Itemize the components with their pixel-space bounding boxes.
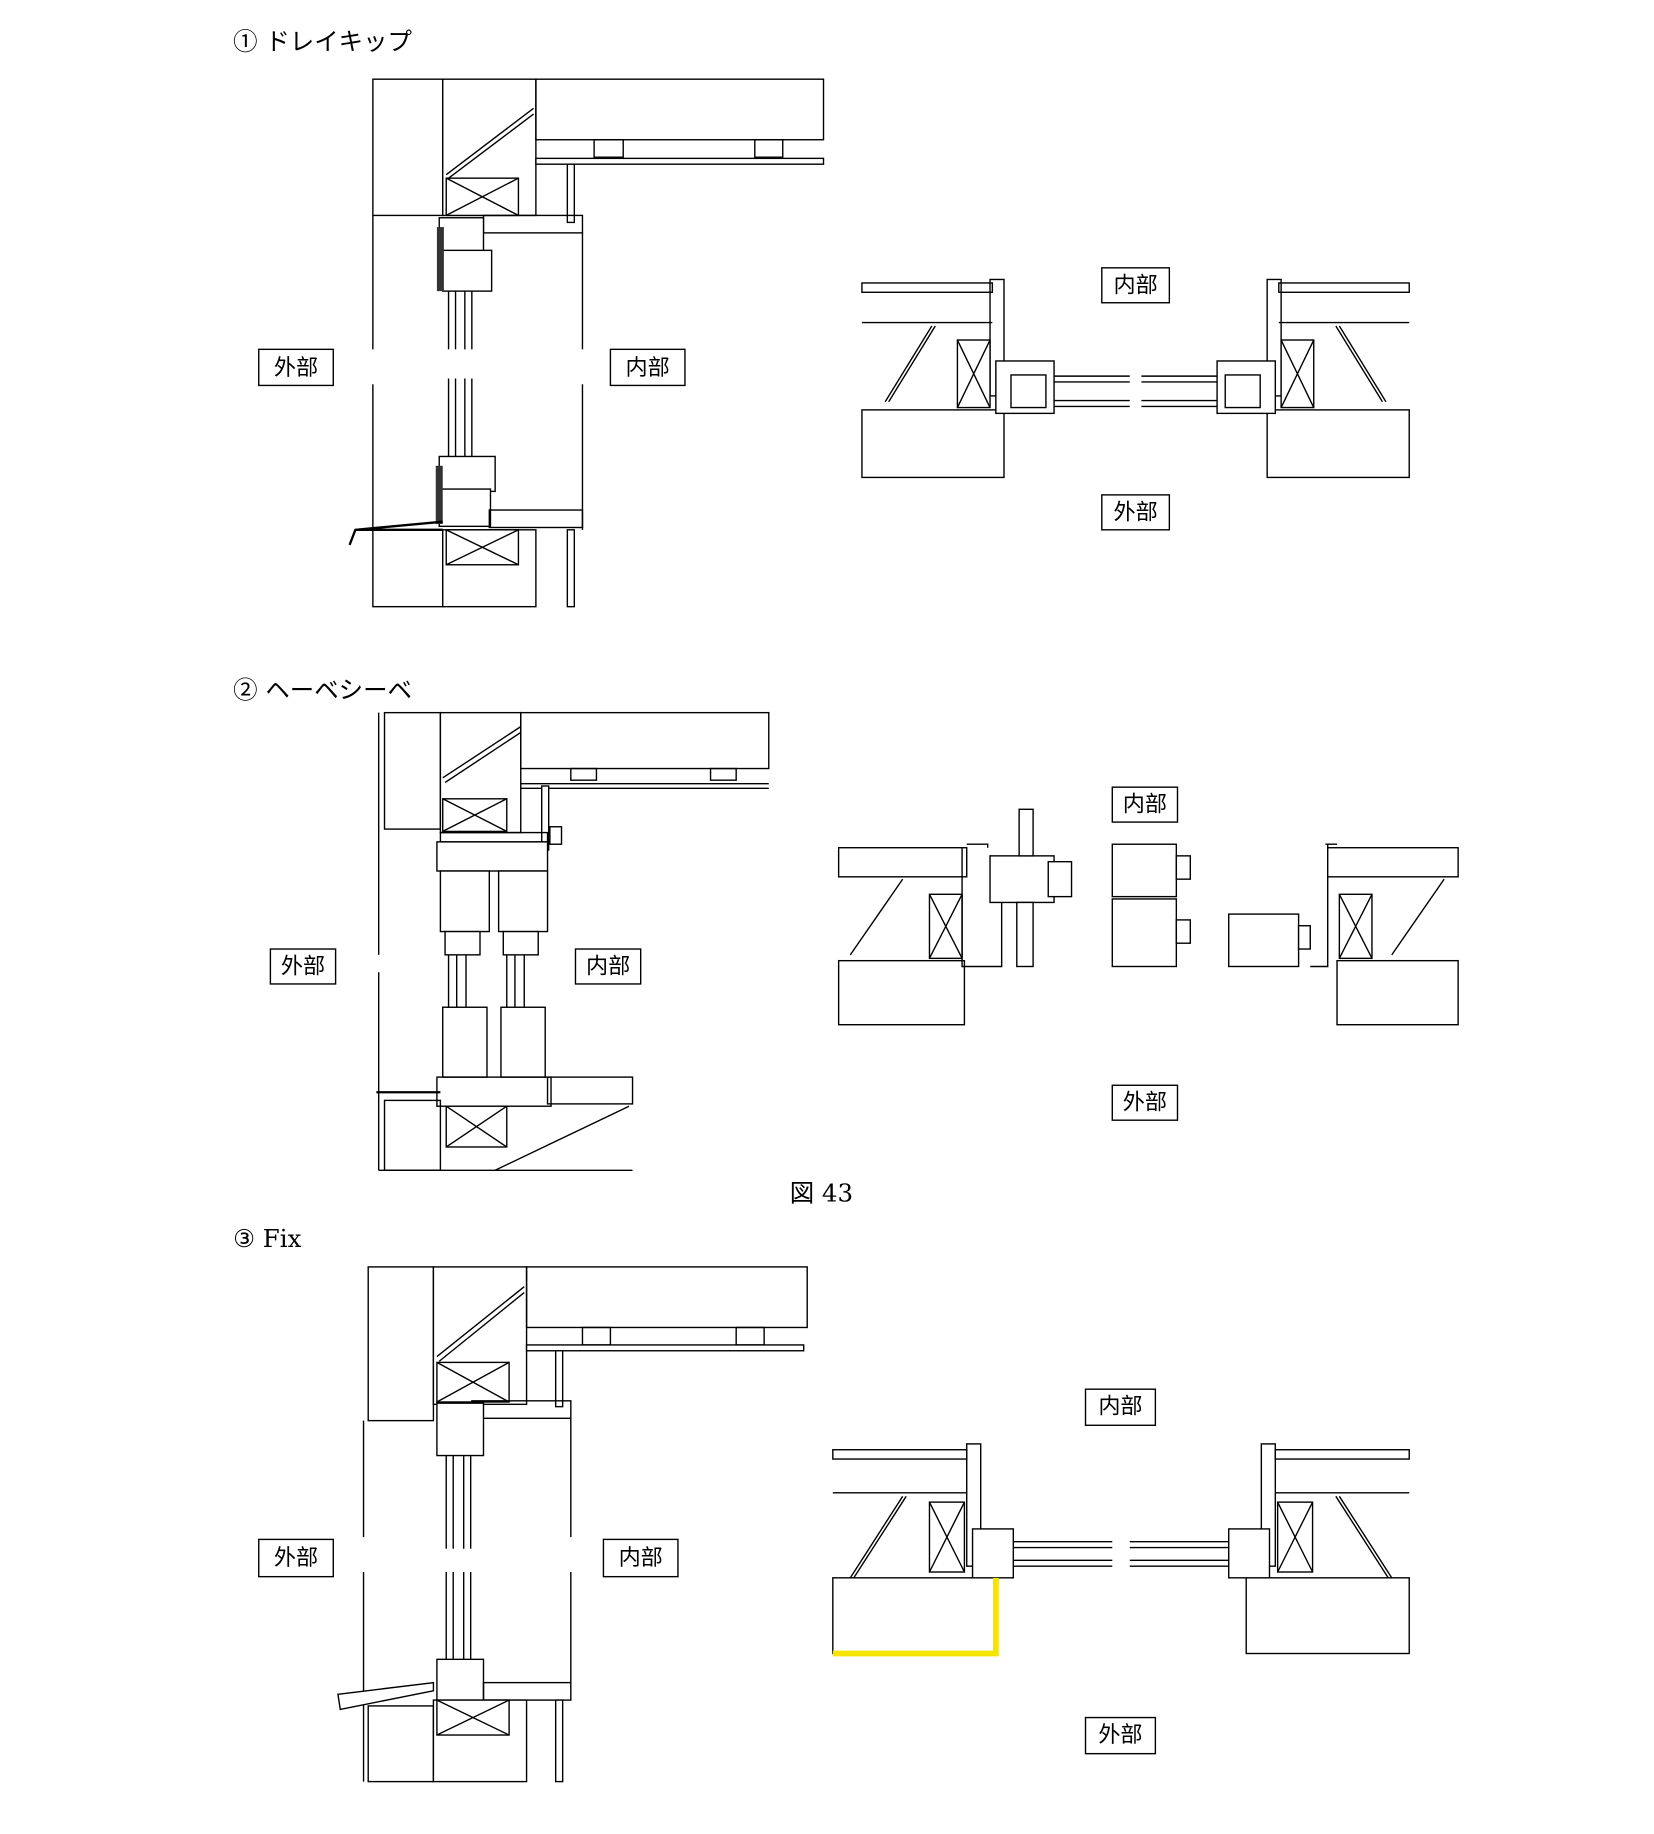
svg-text:内部: 内部 bbox=[1098, 1394, 1142, 1420]
section-1-drei-kipp: ① ドレイキップ bbox=[233, 27, 1410, 608]
svg-text:内部: 内部 bbox=[619, 1545, 663, 1571]
section-3-interior-label: 内部 bbox=[602, 1538, 679, 1578]
sliding-sash-top bbox=[436, 841, 549, 956]
svg-text:外部: 外部 bbox=[1098, 1722, 1142, 1748]
svg-text:内部: 内部 bbox=[1113, 272, 1157, 298]
plan-1-exterior-label: 外部 bbox=[1101, 494, 1171, 531]
plan-2-interior-label: 内部 bbox=[1111, 786, 1179, 823]
wall-insulation-top bbox=[372, 78, 444, 217]
section-1-exterior-label: 外部 bbox=[258, 348, 334, 387]
section-3-vertical-detail bbox=[337, 1266, 808, 1783]
fixed-frame-top bbox=[436, 1402, 485, 1457]
sill-flashing bbox=[348, 520, 443, 546]
section-1-plan-detail bbox=[861, 278, 1410, 479]
section-2-exterior-label: 外部 bbox=[269, 948, 337, 985]
window-frame-bottom bbox=[435, 455, 496, 528]
section-2-hebe-schiebe: ② ヘーベシーベ bbox=[233, 676, 1459, 1171]
section-2-title: ② ヘーベシーベ bbox=[233, 676, 412, 705]
figure-caption: 図 43 bbox=[790, 1179, 853, 1208]
section-2-plan-detail bbox=[837, 808, 1459, 1026]
svg-text:外部: 外部 bbox=[1113, 499, 1157, 525]
section-3-title: ③ Fix bbox=[233, 1224, 301, 1253]
svg-text:内部: 内部 bbox=[586, 953, 630, 979]
plan-1-interior-label: 内部 bbox=[1101, 267, 1171, 304]
plan-3-interior-label: 内部 bbox=[1084, 1388, 1157, 1426]
section-3-plan-detail bbox=[832, 1443, 1410, 1657]
plan-3-exterior-label: 外部 bbox=[1084, 1716, 1157, 1755]
glazing bbox=[445, 1455, 472, 1660]
sill-board bbox=[546, 1076, 634, 1105]
section-1-vertical-detail bbox=[348, 78, 825, 608]
svg-text:外部: 外部 bbox=[281, 953, 325, 979]
triple-glazing bbox=[447, 291, 473, 457]
plan-2-exterior-label: 外部 bbox=[1111, 1084, 1179, 1121]
svg-text:外部: 外部 bbox=[1123, 1090, 1167, 1116]
sill-flashing bbox=[337, 1681, 435, 1711]
sliding-sash-bottom bbox=[436, 1006, 552, 1107]
svg-text:内部: 内部 bbox=[1123, 792, 1167, 818]
glazing bbox=[447, 954, 525, 1008]
svg-text:外部: 外部 bbox=[274, 355, 318, 381]
section-2-interior-label: 内部 bbox=[574, 948, 642, 985]
sill-board bbox=[488, 509, 584, 529]
svg-text:内部: 内部 bbox=[626, 355, 670, 381]
section-2-vertical-detail bbox=[376, 711, 770, 1171]
highlighted-insulation-edge bbox=[832, 1577, 999, 1657]
fixed-frame-bottom bbox=[436, 1658, 485, 1705]
section-3-exterior-label: 外部 bbox=[258, 1538, 334, 1578]
section-1-title: ① ドレイキップ bbox=[233, 27, 412, 56]
ceiling-insulation bbox=[535, 78, 825, 141]
window-frame-top bbox=[436, 217, 493, 292]
section-3-fix: ③ Fix 外部 内部 bbox=[233, 1224, 1410, 1783]
section-1-interior-label: 内部 bbox=[609, 348, 686, 387]
svg-text:外部: 外部 bbox=[274, 1545, 318, 1571]
